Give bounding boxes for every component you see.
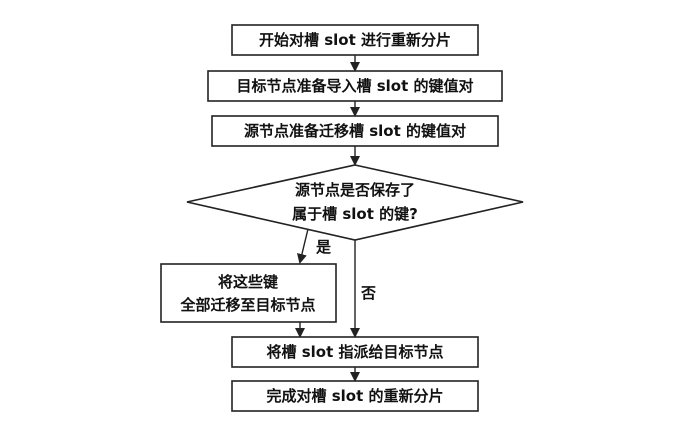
assign-label: 将槽 slot 指派给目标节点 [267,343,444,361]
migrate-node: 将这些键 全部迁移至目标节点 [160,263,337,323]
no-label: 否 [360,284,376,302]
migrate-label-line1: 将这些键 [218,273,278,291]
decision-label-line2: 属于槽 slot 的键? [292,205,418,223]
migrate-label-line2: 全部迁移至目标节点 [179,296,315,314]
target-prepare-label: 目标节点准备导入槽 slot 的键值对 [237,77,474,95]
decision-node: 源节点是否保存了 属于槽 slot 的键? [186,164,524,241]
assign-node: 将槽 slot 指派给目标节点 [231,336,479,368]
start-node-label: 开始对槽 slot 进行重新分片 [259,31,451,49]
source-prepare-node: 源节点准备迁移槽 slot 的键值对 [211,115,499,147]
finish-node: 完成对槽 slot 的重新分片 [231,380,479,412]
finish-label: 完成对槽 slot 的重新分片 [267,387,444,405]
decision-label-line1: 源节点是否保存了 [295,181,415,199]
source-prepare-label: 源节点准备迁移槽 slot 的键值对 [244,122,466,140]
yes-label: 是 [315,238,332,256]
edge-yes-to-migrate [297,228,309,264]
target-prepare-node: 目标节点准备导入槽 slot 的键值对 [207,70,503,102]
start-node: 开始对槽 slot 进行重新分片 [231,24,479,56]
